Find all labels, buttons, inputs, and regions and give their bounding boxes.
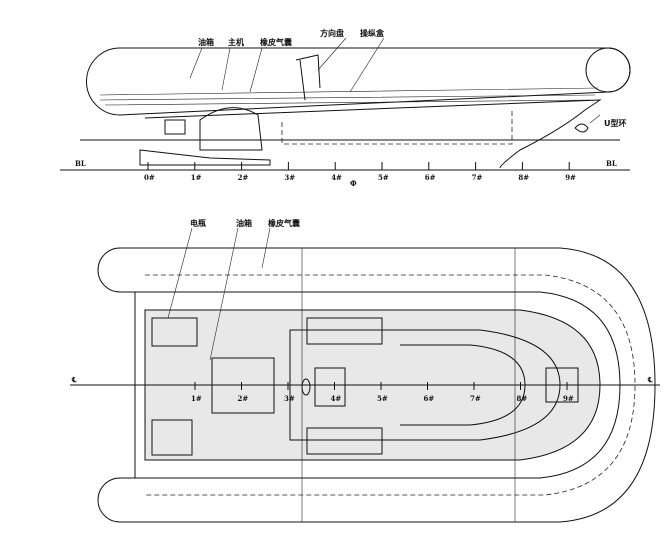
label-u-ring: U型环 (604, 118, 627, 128)
u-ring-symbol (574, 123, 589, 133)
hull-bottom-line (144, 99, 602, 169)
label-rubber-airbag: 橡皮气囊 (260, 37, 293, 47)
side-station-label: 6# (425, 173, 436, 182)
centerline-right-symbol: ℄ (647, 375, 653, 384)
plan-leader-lines (167, 227, 271, 361)
hull-inner-dashed (281, 110, 513, 145)
battery-box (151, 317, 198, 347)
label-main-engine: 主机 (228, 37, 244, 47)
bow-tube-end (585, 47, 631, 93)
deck-hatching (99, 87, 599, 106)
console-plan (314, 367, 346, 407)
label-fuel-tank: 油箱 (198, 37, 214, 47)
label-plan-rubber-airbag: 橡皮气囊 (268, 218, 301, 228)
plan-station-label: 5# (377, 394, 388, 403)
plan-station-label: 7# (470, 394, 481, 403)
plan-station-label: 8# (517, 394, 528, 403)
plan-station-label: 9# (563, 394, 574, 403)
label-control-box: 操纵盒 (360, 28, 385, 38)
side-station-label: 9# (565, 173, 576, 182)
side-fuel-tank (164, 119, 186, 135)
side-station-label: 3# (284, 173, 295, 182)
tube-outline-plan (97, 247, 656, 523)
label-steering-wheel: 方向盘 (320, 28, 344, 38)
side-station-label: 4# (331, 173, 342, 182)
side-view: 油箱 主机 橡皮气囊 方向盘 操纵盒 U型环 BL BL Ф 0# 1# 2# 3# 4… (60, 28, 631, 188)
label-plan-fuel-tank: 油箱 (236, 218, 252, 228)
plan-station-label: 3# (284, 394, 295, 403)
midship-symbol: Ф (350, 179, 357, 188)
plan-station-marks: 1# 2# 3# 4# 5# 6# 7# 8# 9# (191, 382, 574, 403)
label-battery: 电瓶 (190, 218, 206, 228)
seat-port (306, 317, 383, 345)
baseline-left-label: BL (75, 159, 86, 168)
side-tube-outline (86, 47, 631, 116)
side-station-label: 1# (191, 173, 202, 182)
side-station-label: 5# (378, 173, 389, 182)
tube-dashed-plan (145, 274, 636, 496)
plan-station-label: 6# (424, 394, 435, 403)
baseline-right-label: BL (606, 159, 617, 168)
plan-station-label: 2# (238, 394, 249, 403)
fuel-tank-box (151, 419, 193, 456)
centerline-left-symbol: ℄ (71, 375, 77, 384)
leader-lines (189, 37, 601, 124)
side-station-label: 7# (472, 173, 483, 182)
plan-view: 电瓶 油箱 橡皮气囊 ℄ ℄ 1# 2# 3# 4# 5# 6# 7# 8# 9# (70, 218, 660, 523)
side-station-label: 8# (518, 173, 529, 182)
plan-station-label: 4# (331, 394, 342, 403)
side-station-marks: 0# 1# 2# 3# 4# 5# 6# 7# 8# 9# (144, 162, 576, 182)
seat-starboard (306, 427, 383, 455)
console (295, 54, 321, 101)
side-station-label: 2# (238, 173, 249, 182)
plan-station-label: 1# (191, 394, 202, 403)
engine-and-drive (139, 107, 271, 166)
side-station-label: 0# (144, 173, 155, 182)
